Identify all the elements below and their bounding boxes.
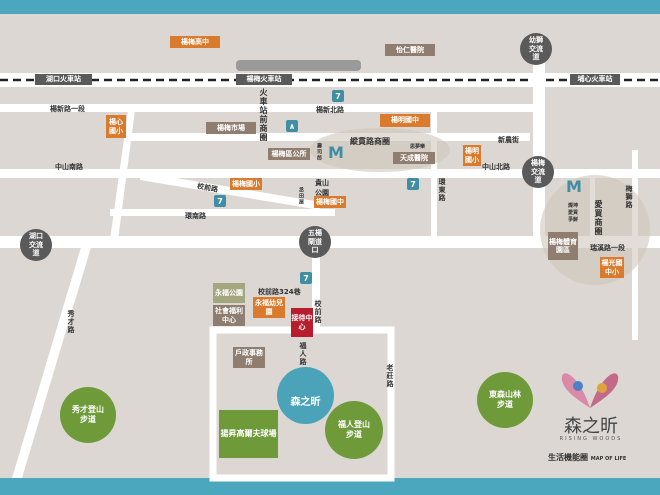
road-huannan (110, 209, 335, 216)
district-station-front: 火車站前商圈 (259, 88, 268, 142)
bank-icon: ∧ (286, 120, 298, 132)
place-yangming-elem[interactable]: 楊明國小 (463, 145, 481, 166)
convenience-store-icon: 7 (407, 178, 419, 190)
convenience-store-icon: 7 (214, 195, 226, 207)
trail-label: 東森山林步道 (489, 390, 521, 409)
top-band (0, 0, 660, 14)
interchange-label: 湖口交流道 (29, 231, 43, 258)
place-yangmei-junior[interactable]: 楊梅國中 (314, 196, 346, 208)
road-diag (110, 110, 135, 240)
road-xiaoqian-v (312, 245, 320, 333)
road-label: 老莊路 (386, 364, 394, 388)
mcdonalds-icon: M (566, 176, 582, 196)
logo-sub: RISING WOODS (559, 436, 623, 442)
place-yiren-hospital[interactable]: 怡仁醫院 (385, 44, 435, 56)
place-dentian: 丞田屋 (298, 187, 304, 205)
road-label: 環東路 (438, 178, 446, 202)
road-label: 瑞溪路一段 (590, 244, 625, 252)
place-yangxin-elem[interactable]: 楊心國小 (106, 115, 126, 138)
interchange-yangmei[interactable]: 楊梅交流道 (522, 156, 554, 188)
list-item: 爭鮮 (568, 217, 579, 223)
list-item: 愛買 (568, 210, 579, 216)
interchange-youshi[interactable]: 幼獅交流道 (520, 33, 552, 65)
road-zhongshan (0, 169, 660, 178)
road-label: 秀才路 (67, 310, 75, 334)
place-yangming-junior[interactable]: 楊明國中 (380, 114, 430, 127)
road-label: 福人路 (299, 342, 307, 366)
interchange-label: 五楊閘道口 (308, 228, 322, 255)
interchange-wuyang[interactable]: 五楊閘道口 (299, 226, 331, 258)
road-label: 校前路 (314, 300, 322, 324)
road-label: 楊新北路 (316, 106, 344, 114)
road-yangxin (0, 104, 545, 112)
place-guishan-park[interactable]: 貴山公園 (315, 179, 329, 197)
bottom-band (0, 478, 660, 495)
place-reception-center[interactable]: 接待中心 (291, 308, 313, 337)
place-household-office[interactable]: 戶政事務所 (233, 347, 265, 368)
convenience-store-icon: 7 (332, 90, 344, 102)
convenience-store-icon: 7 (300, 272, 312, 284)
mcdonalds-icon: M (328, 142, 344, 162)
trail-xiucai[interactable]: 秀才登山步道 (60, 387, 116, 443)
place-sports-park[interactable]: 楊梅體育園區 (548, 232, 578, 260)
place-tiancheng-hospital[interactable]: 天成醫院 (393, 152, 435, 164)
train-illustration (236, 60, 361, 71)
place-yangmei-market[interactable]: 楊梅市場 (206, 122, 256, 134)
list-item: 燦坤 (568, 203, 579, 209)
station-puxin[interactable]: 埔心火車站 (570, 74, 620, 85)
station-hukou[interactable]: 湖口火車站 (35, 74, 92, 85)
place-yangmei-high[interactable]: 楊梅高中 (170, 36, 220, 48)
road-youshi (533, 60, 545, 245)
butterfly-logo-icon (560, 368, 620, 413)
trail-furen[interactable]: 福人登山步道 (325, 401, 383, 459)
road-label: 環南路 (185, 212, 206, 220)
interchange-label: 幼獅交流道 (529, 35, 543, 62)
road-label: 新農街 (498, 136, 519, 144)
district-aimai: 愛買商圈 (594, 200, 603, 236)
golf-course[interactable]: 揚昇高爾夫球場 (219, 410, 278, 458)
road-xiucai (12, 244, 92, 478)
interchange-hukou[interactable]: 湖口交流道 (20, 229, 52, 261)
trail-label: 福人登山步道 (338, 420, 370, 439)
place-yongfu-park[interactable]: 永福公園 (213, 283, 245, 303)
trail-dongsen[interactable]: 東森山林步道 (477, 372, 533, 428)
trail-label: 秀才登山步道 (72, 405, 104, 424)
place-simengle: 思夢樂 (410, 144, 426, 150)
place-yongfu-kinder[interactable]: 永福幼兒園 (253, 297, 285, 318)
place-sushiro: 壽司郎 (316, 143, 322, 161)
road-huandong (431, 110, 437, 240)
map-title-zh: 生活機能圈 (548, 453, 588, 462)
interchange-label: 楊梅交流道 (531, 158, 545, 185)
place-yangguang[interactable]: 楊光國中小 (600, 257, 624, 278)
place-aimai-list: 燦坤 愛買 爭鮮 (568, 203, 588, 224)
road-label: 梅獅路 (625, 185, 633, 209)
place-district-office[interactable]: 楊梅區公所 (268, 148, 310, 160)
project-label: 森之昕 (290, 397, 321, 409)
road-label: 楊新路一段 (50, 105, 85, 113)
place-yangmei-elem[interactable]: 楊梅國小 (230, 178, 262, 190)
road-label: 校前路324巷 (258, 288, 301, 296)
district-zongguan: 縱貫路商圈 (350, 137, 390, 146)
road-label: 中山南路 (55, 163, 83, 171)
station-yangmei[interactable]: 楊梅火車站 (236, 74, 292, 85)
road-xiaoqian (140, 172, 320, 210)
map-title-en: MAP OF LIFE (590, 456, 627, 462)
map-title: 生活機能圈 MAP OF LIFE (548, 452, 626, 463)
logo-name: 森之昕 (564, 416, 618, 437)
road-label: 中山北路 (482, 163, 510, 171)
project-rising-woods[interactable]: 森之昕 (277, 367, 334, 424)
place-welfare-center[interactable]: 社會福利中心 (213, 305, 245, 326)
